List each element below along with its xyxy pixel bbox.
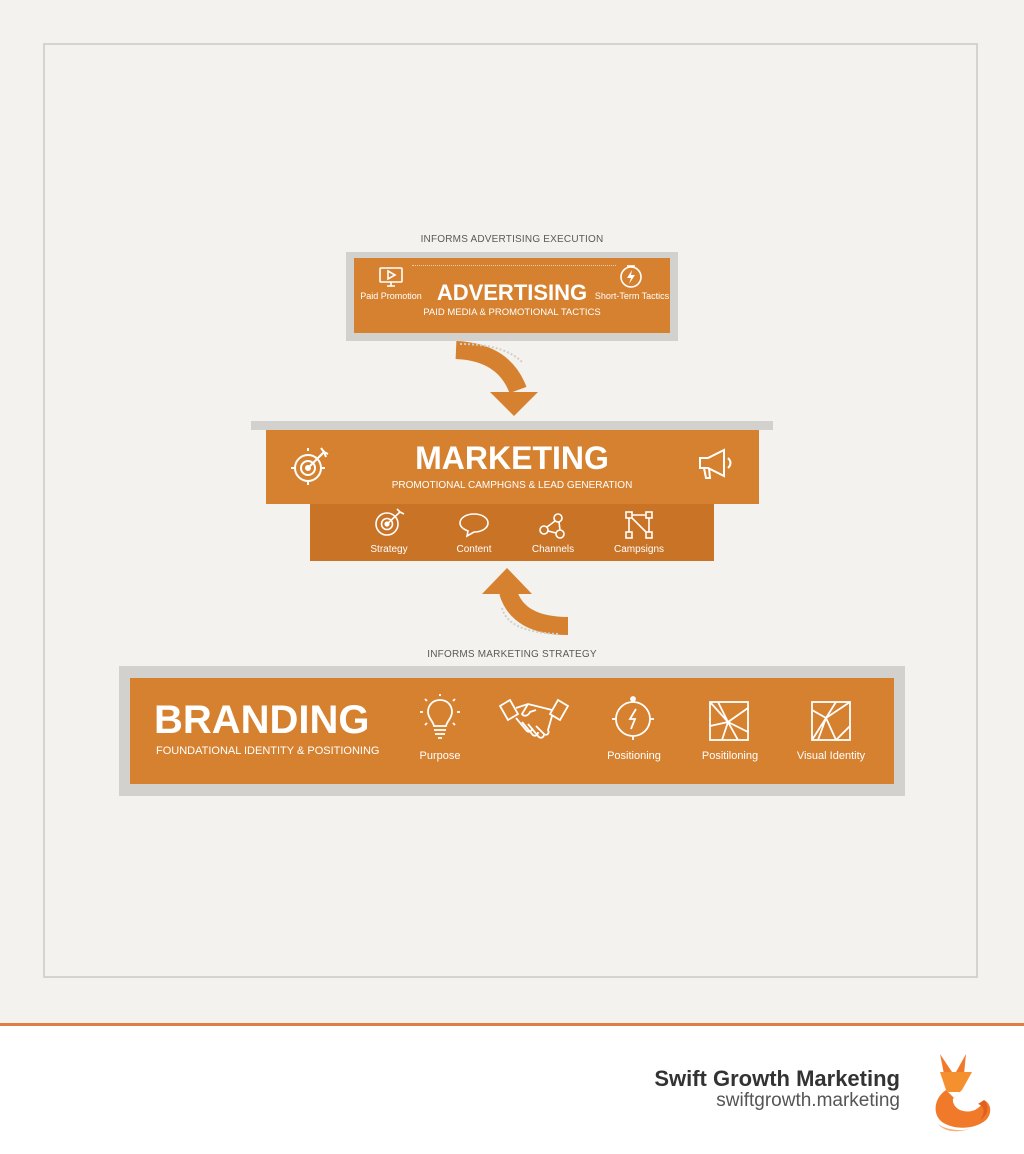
video-ad-icon — [379, 267, 403, 287]
handshake-icon — [498, 698, 570, 739]
marketing-item-label: Campsigns — [613, 544, 665, 555]
marketing-subtitle: PROMOTIONAL CAMPHGNS & LEAD GENERATION — [391, 480, 633, 491]
branding-item-label: Visual Identity — [796, 750, 866, 762]
advertising-note: INFORMS ADVERTISING EXECUTION — [420, 234, 604, 245]
branding-title: BRANDING — [154, 698, 370, 742]
diagram-frame — [43, 43, 978, 978]
branding-subtitle: FOUNDATIONAL IDENTITY & POSITIONING — [156, 745, 380, 757]
branding-item-label: Purpose — [419, 750, 461, 762]
advertising-block: Paid Promotion ADVERTISING PAID MEDIA & … — [354, 258, 670, 333]
target-icon — [375, 508, 405, 536]
curved-arrow-up-icon — [482, 568, 569, 635]
paid-promotion-label: Paid Promotion — [360, 291, 422, 301]
geometric-frame-icon — [709, 701, 749, 741]
marketing-item-label: Content — [456, 544, 492, 555]
marketing-block: MARKETING PROMOTIONAL CAMPHGNS & LEAD GE… — [266, 430, 759, 504]
short-term-tactics-label: Short-Term Tactics — [594, 291, 670, 301]
brand-url[interactable]: swiftgrowth.marketing — [716, 1090, 900, 1111]
fox-logo — [935, 1054, 991, 1132]
branding-item-label: Positiloning — [701, 750, 759, 762]
nodes-icon — [625, 511, 653, 539]
marketing-title: MARKETING — [415, 440, 609, 476]
lightning-clock-icon — [620, 265, 642, 288]
megaphone-icon — [699, 448, 732, 479]
network-icon — [539, 513, 565, 539]
target-icon — [291, 447, 329, 485]
advertising-title: ADVERTISING — [436, 280, 588, 305]
marketing-items-bar: Strategy Content Channels Campsigns — [310, 504, 714, 561]
footer-accent-line — [0, 1023, 1024, 1026]
curved-arrow-down-icon — [455, 341, 538, 416]
branding-block: BRANDING FOUNDATIONAL IDENTITY & POSITIO… — [130, 678, 894, 784]
brand-name: Swift Growth Marketing — [654, 1066, 900, 1091]
footer — [0, 1026, 1024, 1154]
marketing-item-label: Strategy — [370, 544, 408, 555]
marketing-tray — [251, 421, 773, 430]
marketing-item-label: Channels — [531, 544, 575, 555]
branding-note: INFORMS MARKETING STRATEGY — [427, 649, 597, 660]
advertising-subtitle: PAID MEDIA & PROMOTIONAL TACTICS — [423, 307, 601, 318]
dotted-divider — [412, 265, 616, 266]
compass-icon — [612, 696, 654, 740]
branding-item-label: Positioning — [607, 750, 661, 762]
geometric-frame-icon — [811, 701, 851, 741]
chat-bubble-icon — [459, 513, 489, 538]
lightbulb-icon — [420, 694, 460, 739]
